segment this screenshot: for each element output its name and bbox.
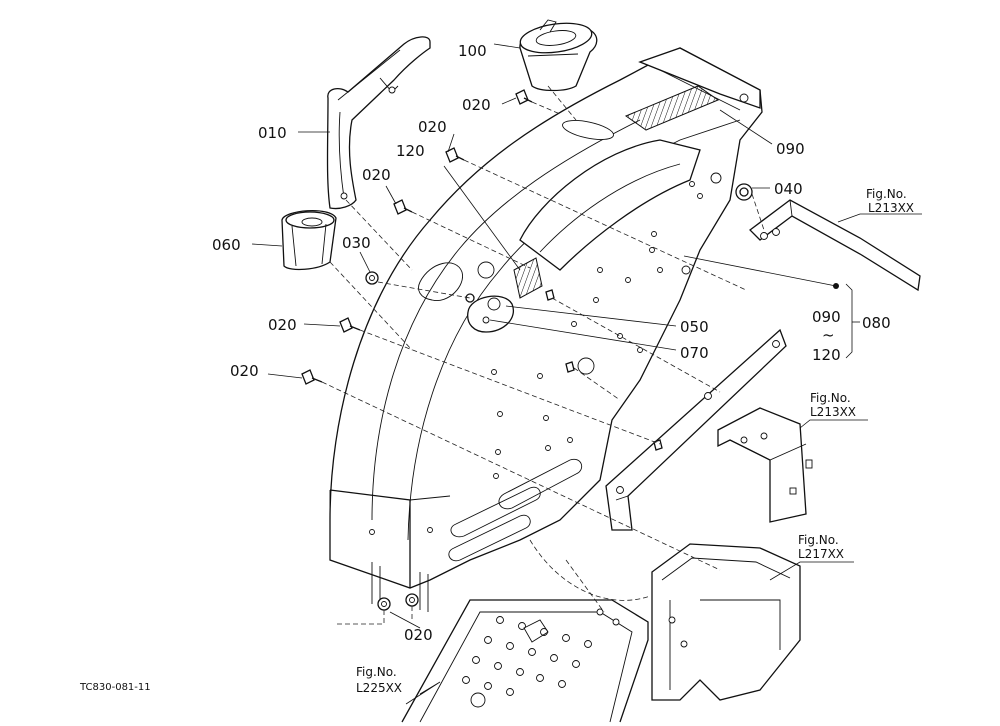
leader-lines: [251, 43, 922, 705]
fig-ref-3-code: L217XX: [798, 547, 844, 561]
callout-020-lower: 020: [230, 362, 259, 380]
callout-050: 050: [680, 318, 709, 336]
callout-070: 070: [680, 344, 709, 362]
bolt-small-b: [545, 289, 555, 301]
callout-120-range: 120: [812, 346, 841, 364]
callout-020-upper: 020: [418, 118, 447, 136]
drawing-code: TC830-081-11: [79, 682, 151, 693]
bracket-lower-right: [717, 407, 813, 523]
bracket-upper-right: [749, 199, 921, 292]
fig-ref-4-code: L225XX: [356, 681, 402, 695]
bolt-020-left: [339, 317, 361, 333]
bolts: [301, 89, 753, 611]
bolt-small-a: [465, 293, 475, 303]
grommet-040: [735, 183, 753, 201]
nut-030: [365, 271, 379, 285]
fig-ref-3-label: Fig.No.: [798, 533, 839, 547]
callout-tilde: ~: [822, 326, 835, 344]
fig-ref-2-label: Fig.No.: [810, 391, 851, 405]
callout-010: 010: [258, 124, 287, 142]
cup-holder: [519, 19, 598, 92]
callout-020-bottom: 020: [404, 626, 433, 644]
callout-020-top: 020: [462, 96, 491, 114]
callout-100: 100: [458, 42, 487, 60]
callout-030: 030: [342, 234, 371, 252]
callout-080: 080: [862, 314, 891, 332]
callout-090-range: 090: [812, 308, 841, 326]
lever-grip: [281, 209, 337, 271]
fender-panel: [329, 47, 763, 612]
bolt-020-bottom-a: [377, 597, 391, 611]
bracket-middle: [605, 328, 787, 531]
assembly-lines: [321, 85, 765, 625]
bolt-020-lower: [301, 369, 323, 385]
fig-ref-1-code: L213XX: [868, 201, 914, 215]
callout-labels: 010 020 020 120 020 060 030 020 020 100 …: [212, 42, 891, 644]
fig-ref-4-label: Fig.No.: [356, 665, 397, 679]
callout-120-upper: 120: [396, 142, 425, 160]
bolt-020-mid: [393, 199, 413, 215]
fig-ref-2-code: L213XX: [810, 405, 856, 419]
chassis-frame: [651, 543, 801, 701]
bolt-020-top: [515, 89, 533, 105]
fig-ref-1-label: Fig.No.: [866, 187, 907, 201]
callout-020-left: 020: [268, 316, 297, 334]
bolt-020-bottom-b: [405, 593, 419, 607]
callout-060: 060: [212, 236, 241, 254]
grip-handle: [326, 36, 431, 210]
callout-090-top: 090: [776, 140, 805, 158]
bolt-small-d: [653, 439, 663, 451]
figure-references: Fig.No. L213XX Fig.No. L213XX Fig.No. L2…: [356, 187, 914, 695]
bolt-small-c: [565, 361, 575, 373]
floor-plate: [401, 599, 649, 723]
callout-040: 040: [774, 180, 803, 198]
callout-020-mid: 020: [362, 166, 391, 184]
bolt-020-upper: [445, 147, 465, 163]
